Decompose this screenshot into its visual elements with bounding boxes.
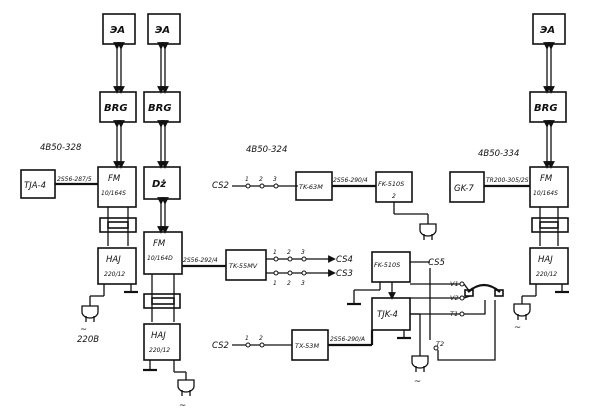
block-haj-b-sub: 220/12 (149, 347, 170, 354)
block-gk7-label: GK-7 (454, 184, 474, 194)
block-ea-c-label: ЭА (540, 25, 555, 36)
block-dz-label: Dż (152, 179, 166, 190)
block-haj-c-label: HAJ (538, 255, 553, 265)
block-fk510s-top-label: FK-510S (378, 180, 404, 188)
label-group-right: 4B50-334 (478, 149, 519, 159)
block-brg-a-label: BRG (104, 103, 128, 114)
right-middle-cluster: FK-510S CS5 TJK-4 ~ V1 V2 T1 T2 (347, 251, 504, 387)
label-power-tilde-d: ~ (514, 323, 521, 333)
block-fm-c-sub: 10/164S (533, 190, 558, 197)
block-tk63m-label: TK-63M (299, 183, 323, 191)
label-power-tilde: ~ (80, 325, 87, 335)
cs3-pin-2: 2 (287, 280, 291, 287)
cs2-top-pin-2: 2 (259, 176, 263, 183)
switch-cs3: 1 2 3 CS3 (273, 269, 353, 287)
fuse-c-element (539, 221, 559, 229)
block-fm-b-sub: 10/164D (147, 255, 173, 262)
wire-tk63-fk-label: 2S56-290/4 (333, 177, 368, 184)
block-fm-b-label: FM (153, 239, 166, 249)
column-a: ЭА BRG FM 10/164S HAJ 220/12 ~ 220B (77, 13, 138, 345)
cs2-bottom-pin-1: 1 (245, 335, 249, 342)
label-power-tilde-b: ~ (179, 401, 186, 411)
block-ea-b-label: ЭА (155, 25, 170, 36)
block-fm-c (529, 166, 569, 208)
terminal-cs4: CS4 (336, 255, 353, 265)
block-tk55mv (225, 249, 267, 281)
block-haj-a (97, 247, 137, 285)
wire-tx53-tjk-label: 2S56-290/A (330, 336, 365, 343)
label-power-voltage: 220B (77, 335, 99, 345)
block-fm-c-label: FM (540, 174, 553, 184)
block-tx53m-label: TX-53M (295, 342, 319, 350)
telephone-icon (437, 283, 504, 361)
block-brg-c-label: BRG (534, 103, 558, 114)
label-power-tilde-c: ~ (414, 377, 421, 387)
cs3-pin-1: 1 (273, 280, 277, 287)
column-c: ЭА BRG FM 10/164S HAJ 220/12 ~ (513, 13, 569, 333)
block-fm-a-label: FM (108, 174, 121, 184)
cs4-pin-1: 1 (273, 249, 277, 256)
block-brg-b-label: BRG (148, 103, 172, 114)
block-fk510s-bottom (371, 251, 411, 283)
block-ea-a-label: ЭА (110, 25, 125, 36)
block-fm-a-sub: 10/164S (101, 190, 126, 197)
middle-top-chain: CS2 1 2 3 TK-63M 2S56-290/4 FK-510S 2 (212, 171, 437, 240)
switch-cs4: 1 2 3 CS4 (273, 249, 353, 265)
block-fm-a (97, 166, 137, 208)
fuse-b (143, 293, 181, 309)
terminal-cs5: CS5 (428, 258, 445, 268)
wire-gk-fm-label: TR200-305/2S (486, 177, 529, 184)
fuse-c (531, 217, 569, 233)
wire-fm-tk55-label: 2S56-292/4 (183, 257, 218, 264)
cs4-pin-3: 3 (301, 249, 305, 256)
column-b: ЭА BRG Dż FM 10/164D HAJ 220/12 ~ (143, 13, 195, 411)
terminal-cs2-top: CS2 (212, 181, 229, 191)
terminal-cs3: CS3 (336, 269, 353, 279)
fuse-b-element (151, 297, 175, 305)
label-group-left: 4B50-328 (40, 143, 82, 153)
cs4-pin-2: 2 (287, 249, 291, 256)
middle-bottom-chain: CS2 1 2 TX-53M 2S56-290/A (212, 329, 374, 361)
block-fm-b (143, 231, 183, 275)
fuse-a-element (107, 221, 129, 229)
cs3-pin-3: 3 (301, 280, 305, 287)
block-haj-a-label: HAJ (106, 255, 121, 265)
block-haj-b-label: HAJ (151, 331, 166, 341)
block-haj-b (143, 323, 181, 361)
block-tja4-label: TJA-4 (24, 181, 46, 191)
block-fk510s-bottom-label: FK-510S (374, 261, 400, 269)
cs2-top-pin-3: 3 (273, 176, 277, 183)
block-haj-c (529, 247, 569, 285)
cs2-top-pin-1: 1 (245, 176, 249, 183)
block-tjk4-label: TJK-4 (377, 310, 398, 320)
block-fk510s-top-num: 2 (392, 193, 396, 200)
block-tk55mv-label: TK-55MV (229, 262, 258, 270)
fuse-a (99, 217, 137, 233)
label-group-middle: 4B50-324 (246, 145, 287, 155)
block-haj-c-sub: 220/12 (536, 271, 557, 278)
block-haj-a-sub: 220/12 (104, 271, 125, 278)
terminal-cs2-bottom: CS2 (212, 341, 229, 351)
cs2-bottom-pin-2: 2 (259, 335, 263, 342)
wire-tja-fm-label: 2S56-287/5 (57, 176, 92, 183)
terminal-t2: T2 (436, 340, 444, 348)
